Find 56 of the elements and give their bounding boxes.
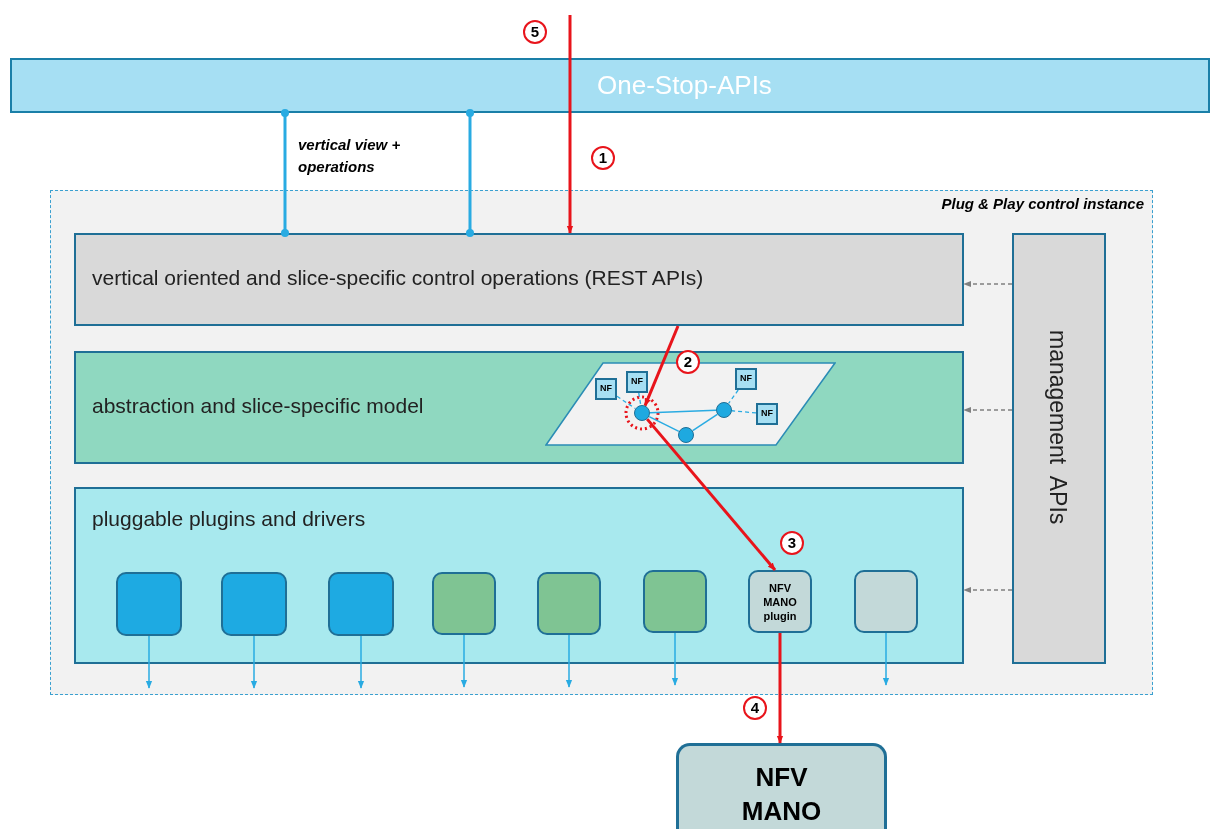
callout-number: 4 [743,696,767,720]
arrow [646,418,777,571]
bar-title: One-Stop-APIs [597,70,772,101]
arrow [357,635,365,689]
plugin-box [537,572,601,635]
nfv-mano-box [676,743,887,829]
management-panel [1012,233,1106,664]
nf-label: NF [599,383,613,393]
connector-line [649,409,717,414]
connector-line [638,392,642,406]
layer-title: pluggable plugins and drivers [92,507,366,531]
plugin-label: NFV MANO plugin [762,581,798,623]
plugin-box [221,572,287,636]
arrow [565,634,573,688]
arrow [963,280,1013,288]
arrow [460,634,468,688]
connector-line [616,395,636,410]
layer-box [74,233,964,326]
plugin-box [748,570,812,633]
nf-label: NF [630,376,644,386]
layer-title: abstraction and slice-specific model [92,393,424,418]
panel-title: management APIs [1044,330,1071,525]
layer-box [74,351,964,464]
control-instance-frame [50,190,1153,695]
network-function-box [595,378,617,400]
arrow [963,586,1013,594]
annotation-text: vertical view + operations [298,135,402,177]
arrow [250,635,258,689]
arrow [643,325,680,407]
network-function-box [626,371,648,393]
connector-line [691,413,719,432]
arrow [671,632,679,686]
arrow [566,15,574,234]
network-function-box [735,368,757,390]
plugin-box [643,570,707,633]
nf-label: NF [739,373,753,383]
api-bar [10,58,1210,113]
network-function-box [756,403,778,425]
layer-title: vertical oriented and slice-specific control operations (REST APIs) [92,265,704,290]
connector-line [728,389,739,405]
nf-label: NF [760,408,774,418]
plugin-box [432,572,496,635]
arrow [963,406,1013,414]
plugin-box [854,570,918,633]
box-title: NFV MANO [740,761,823,828]
arrow [776,633,784,744]
arrow [145,635,153,689]
layer-box [74,487,964,664]
connector-line [648,415,680,433]
frame-title: Plug & Play control instance [941,195,1144,212]
plugin-box [116,572,182,636]
connector-line [731,410,757,414]
callout-number: 5 [523,20,547,44]
plugin-box [328,572,394,636]
arrow [882,632,890,686]
callout-number: 1 [591,146,615,170]
